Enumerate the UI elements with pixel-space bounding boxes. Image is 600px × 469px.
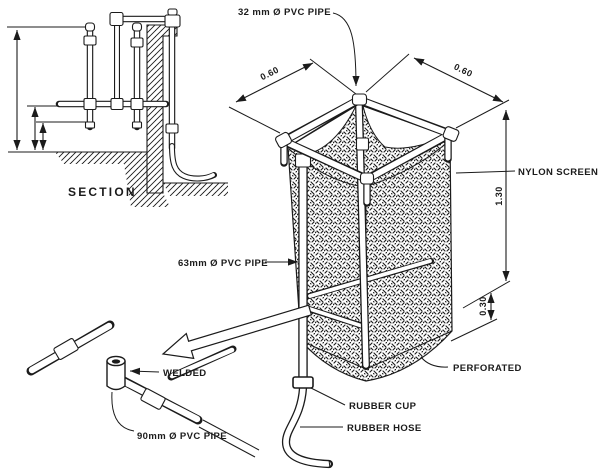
internal-pipes xyxy=(306,100,434,370)
dim-height: 1.30 xyxy=(494,186,504,206)
label-welded: WELDED xyxy=(163,368,207,379)
section-ground xyxy=(8,151,228,207)
label-90mm-pvc-pipe: 90mm Ø PVC PIPE xyxy=(137,431,227,442)
rubber-cup-band xyxy=(292,376,314,389)
outlet-pipe-63mm xyxy=(294,153,312,385)
rubber-hose xyxy=(281,383,334,469)
nylon-screen-netting xyxy=(287,102,453,382)
section-view: SECTION xyxy=(7,8,228,207)
hollow-arrow-icon xyxy=(161,304,313,360)
dimension-lines: 0.60 0.60 1.30 0.30 xyxy=(228,53,511,342)
top-frame-pipes xyxy=(275,93,460,207)
section-title: SECTION xyxy=(68,185,137,199)
label-perforated: PERFORATED xyxy=(453,363,522,374)
labels: 32 mm Ø PVC PIPE NYLON SCREEN 63mm Ø PVC… xyxy=(178,7,598,434)
isometric-view: 0.60 0.60 1.30 0.30 32 mm Ø PVC PIPE NYL… xyxy=(178,7,598,469)
section-pipes xyxy=(55,8,217,182)
dim-bottom-section: 0.30 xyxy=(478,296,488,316)
detail-pipes xyxy=(26,320,260,458)
label-rubber-cup: RUBBER CUP xyxy=(349,401,417,412)
detail-callout-arrow xyxy=(161,304,313,360)
detail-cylinder-90mm xyxy=(106,355,126,391)
label-rubber-hose: RUBBER HOSE xyxy=(347,423,422,434)
label-63mm-pvc-pipe: 63mm Ø PVC PIPE xyxy=(178,258,268,269)
section-dimension-lines xyxy=(7,26,95,150)
dim-top-left: 0.60 xyxy=(259,64,281,82)
dim-top-right: 0.60 xyxy=(452,62,474,80)
label-nylon-screen: NYLON SCREEN xyxy=(518,167,598,178)
label-32mm-pvc-pipe: 32 mm Ø PVC PIPE xyxy=(238,7,331,18)
detail-labels: WELDED 90mm Ø PVC PIPE xyxy=(111,367,227,442)
joint-detail: WELDED 90mm Ø PVC PIPE xyxy=(26,320,260,458)
